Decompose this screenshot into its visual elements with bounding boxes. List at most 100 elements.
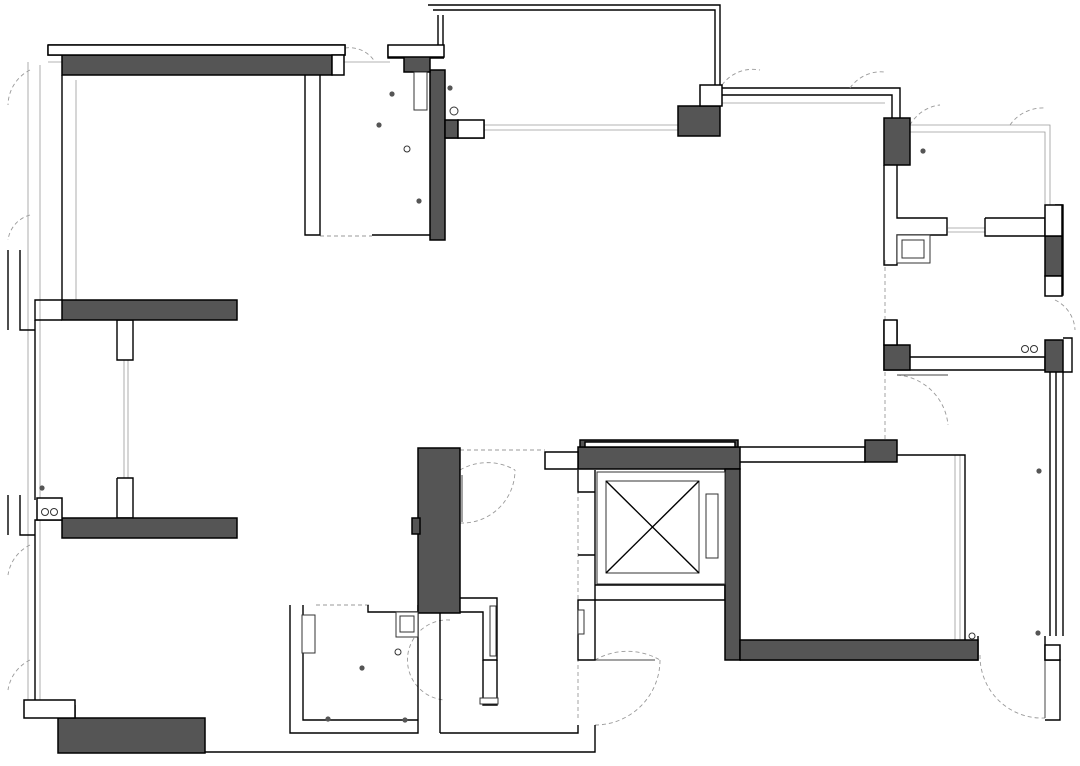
wall-detail xyxy=(577,609,585,635)
west-window-box xyxy=(19,250,35,331)
solid-wall xyxy=(677,105,721,137)
door-frame-detail xyxy=(489,605,497,657)
door-swing xyxy=(896,374,949,426)
wall-jamb xyxy=(36,497,63,521)
door-swing xyxy=(459,469,516,524)
fixture-ring xyxy=(50,508,58,516)
south-wall-outline xyxy=(205,725,596,753)
wall-outline xyxy=(289,605,419,734)
fixture-dot xyxy=(325,716,331,722)
fixture-dot xyxy=(1035,630,1041,636)
east-window xyxy=(910,124,1051,205)
wall-cap xyxy=(47,44,346,56)
solid-wall xyxy=(403,55,431,73)
wall-jamb xyxy=(457,119,485,139)
solid-wall xyxy=(429,69,446,241)
fixture-dot xyxy=(416,198,422,204)
wall-outline xyxy=(577,470,596,661)
fixture-dot xyxy=(920,148,926,154)
solid-wall xyxy=(61,517,238,539)
solid-wall xyxy=(883,344,911,371)
door-swing xyxy=(459,462,516,471)
solid-walls xyxy=(57,54,1064,754)
fixture-ring xyxy=(394,648,402,656)
wall-outline xyxy=(740,446,866,463)
wall-outline xyxy=(595,584,726,601)
south-wall-outline xyxy=(440,725,579,734)
wall-jamb xyxy=(23,699,76,719)
west-wall-outline xyxy=(34,519,62,706)
west-wall-outline xyxy=(34,75,63,321)
solid-wall xyxy=(1044,235,1063,277)
window-swing xyxy=(849,71,886,89)
hatched-sill xyxy=(584,441,736,448)
solid-wall xyxy=(724,468,741,661)
solid-wall xyxy=(739,639,979,661)
door-swings xyxy=(7,47,1076,726)
solid-wall xyxy=(864,439,898,463)
fixture-ring xyxy=(1021,345,1029,353)
window-swing xyxy=(1009,107,1046,126)
elevator-shaft xyxy=(577,471,726,635)
sink-basin xyxy=(901,239,925,259)
column-outline xyxy=(116,477,134,519)
door-swing xyxy=(407,619,451,701)
fixture-dot xyxy=(39,485,45,491)
column-outline xyxy=(116,319,134,361)
solid-wall xyxy=(61,299,238,321)
window-swing xyxy=(7,544,31,576)
door-swing xyxy=(594,650,661,661)
fixture-ring xyxy=(1030,345,1038,353)
window-swing xyxy=(7,69,31,106)
wall-outline xyxy=(984,217,1046,237)
wall-outline xyxy=(372,210,433,236)
wall-outline xyxy=(897,454,966,640)
window-swing xyxy=(721,68,761,86)
fixture-ring xyxy=(968,632,976,640)
solid-wall xyxy=(417,447,461,614)
wall-jamb xyxy=(1044,644,1061,661)
wall-jamb xyxy=(544,451,579,470)
wall-outline xyxy=(440,597,498,661)
window-swing xyxy=(909,104,941,126)
west-window-box xyxy=(19,495,35,536)
north-east-window xyxy=(722,94,893,118)
solid-wall xyxy=(1044,339,1064,373)
wall-jamb xyxy=(883,319,898,346)
elevator-cross xyxy=(605,480,700,574)
solid-wall xyxy=(444,119,459,139)
wall-jamb xyxy=(1044,275,1063,297)
solid-wall xyxy=(61,54,333,76)
wall-outline xyxy=(304,72,321,236)
wall-jamb xyxy=(331,54,345,76)
north-bay-frame xyxy=(433,9,716,85)
stove-outline xyxy=(301,614,316,654)
fixture-dot xyxy=(389,91,395,97)
fixture-dot xyxy=(447,85,453,91)
door-frame-detail xyxy=(479,697,499,705)
fixture-dot xyxy=(359,665,365,671)
fixture-ring xyxy=(403,145,411,153)
white-wall-blocks xyxy=(23,44,1063,719)
door-swing xyxy=(979,654,1046,719)
door-swing xyxy=(594,659,661,726)
north-bay-frame xyxy=(428,4,721,100)
fixture-dot xyxy=(376,122,382,128)
wall-cap xyxy=(387,44,445,58)
window-swing xyxy=(7,214,31,241)
stove-outline xyxy=(413,71,428,111)
wall-outline xyxy=(367,605,418,613)
sink-basin xyxy=(399,615,415,633)
fixtures xyxy=(39,71,1042,723)
window-swing xyxy=(344,47,376,63)
fixture-ring xyxy=(449,106,459,116)
wall-outline xyxy=(482,660,498,706)
solid-wall xyxy=(57,717,206,754)
wall-jamb xyxy=(699,84,723,107)
north-east-window xyxy=(722,87,901,118)
solid-wall xyxy=(411,517,421,535)
fixture-ring xyxy=(41,508,49,516)
east-window xyxy=(910,131,1046,205)
solid-wall xyxy=(883,117,911,166)
window-and-thin-lines xyxy=(27,4,1064,710)
